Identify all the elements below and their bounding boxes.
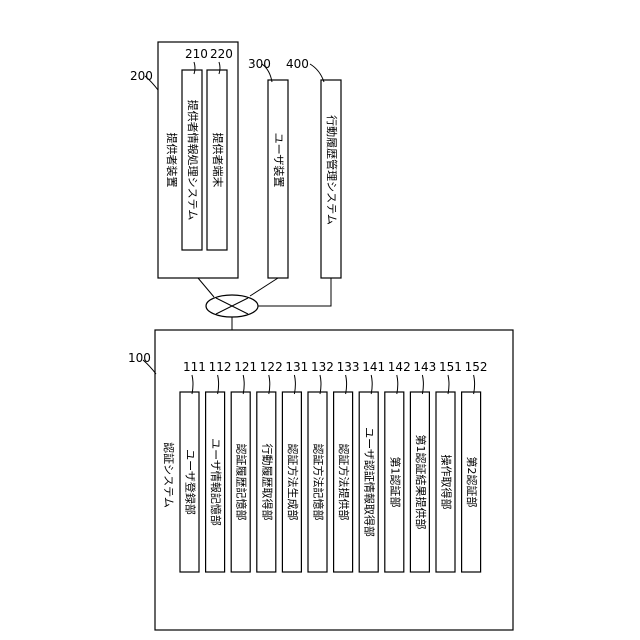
auth-unit-ref-131: 131 [285,360,308,374]
auth-unit-label-111: ユーザ登録部 [184,449,198,515]
auth-unit-label-131: 認証方法生成部 [286,444,300,521]
link-history [255,278,331,306]
auth-unit-ref-122: 122 [260,360,283,374]
auth-unit-label-121: 認証履歴記憶部 [235,444,249,521]
provider-terminal-ref: 220 [210,47,233,61]
provider-terminal-label: 提供者端末 [211,133,225,188]
auth-unit-ref-151: 151 [439,360,462,374]
auth-unit-ref-143: 143 [413,360,436,374]
auth-system: 認証システム 100 ユーザ登録部 111 ユーザ情報記憶部 112 認証履歴記憶部 12… [128,330,513,630]
auth-unit-ref-142: 142 [388,360,411,374]
auth-unit-label-151: 操作取得部 [440,455,454,510]
user-device-ref: 300 [248,57,271,71]
provider-device-label: 提供者装置 [165,133,179,188]
link-provider [198,278,214,297]
auth-unit-label-132: 認証方法記憶部 [312,444,326,521]
auth-unit-label-112: ユーザ情報記憶部 [209,438,223,526]
link-user [250,278,278,296]
auth-unit-label-122: 行動履歴取得部 [260,444,274,521]
auth-unit-ref-121: 121 [234,360,257,374]
user-device-label: ユーザ装置 [272,133,285,188]
history-system: 行動履歴管理システム 400 [286,57,341,278]
provider-device: 提供者装置 200 提供者情報処理システム 210 提供者端末 220 [130,42,238,278]
auth-unit-label-142: 第1認証部 [388,457,402,508]
history-system-label: 行動履歴管理システム [325,115,339,225]
provider-device-ref: 200 [130,69,153,83]
auth-unit-ref-111: 111 [183,360,206,374]
auth-unit-label-133: 認証方法提供部 [337,444,351,521]
auth-system-ref: 100 [128,351,151,365]
auth-unit-ref-133: 133 [337,360,360,374]
history-system-leader [310,64,324,82]
auth-unit-label-141: ユーザ認証情報取得部 [363,427,377,537]
auth-system-label: 認証システム [162,442,176,508]
auth-unit-ref-141: 141 [362,360,385,374]
auth-unit-ref-152: 152 [465,360,488,374]
user-device: ユーザ装置 300 [248,57,288,278]
auth-unit-label-143: 第1認証結果提供部 [414,434,428,529]
history-system-ref: 400 [286,57,309,71]
auth-unit-ref-132: 132 [311,360,334,374]
auth-unit-ref-112: 112 [209,360,232,374]
network [198,278,331,330]
provider-info-system-ref: 210 [185,47,208,61]
auth-unit-label-152: 第2認証部 [465,457,479,508]
provider-info-system-label: 提供者情報処理システム [186,100,200,221]
